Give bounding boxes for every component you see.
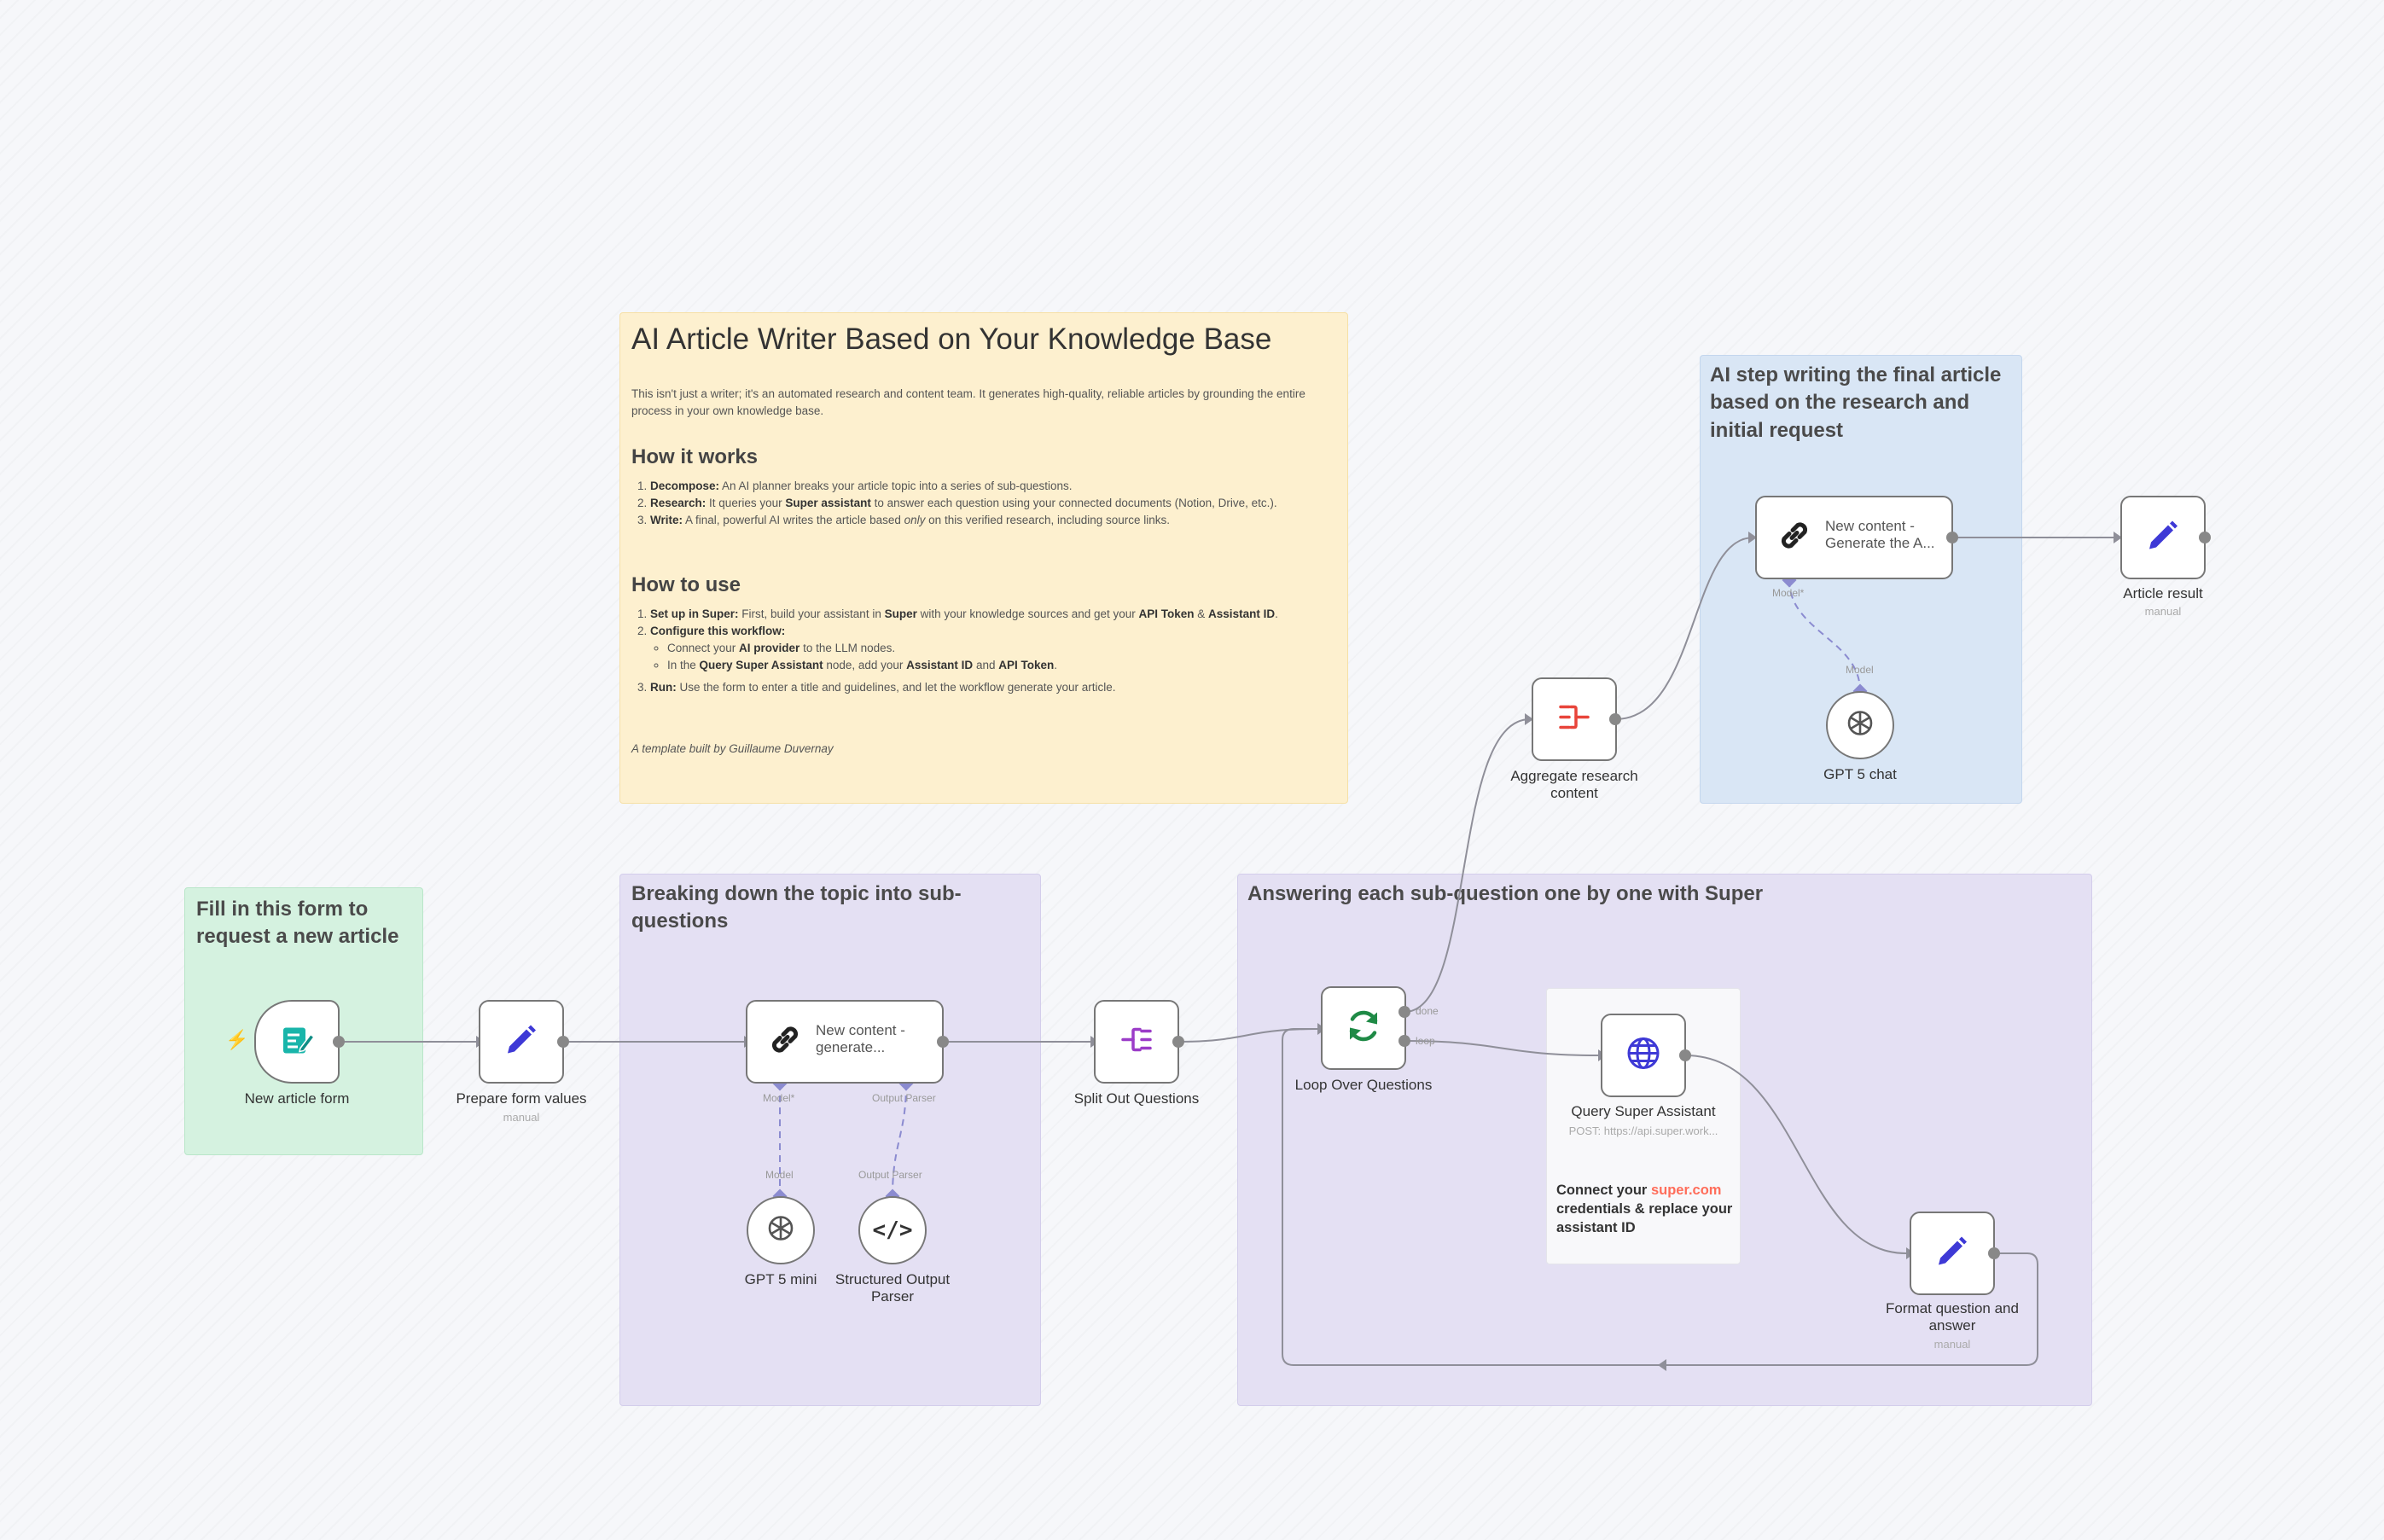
- node-new-article-form[interactable]: [254, 1000, 340, 1084]
- globe-icon: [1625, 1035, 1662, 1077]
- breakdown-note-title: Breaking down the topic into sub-questio…: [631, 882, 962, 933]
- label-loop-over-questions: Loop Over Questions: [1294, 1077, 1433, 1093]
- generate-article-text: New content - Generate the A...: [1825, 518, 1935, 551]
- node-gpt-5-mini[interactable]: [747, 1196, 815, 1264]
- refresh-icon: [1343, 1006, 1384, 1051]
- sublabel-prepare: manual: [503, 1111, 540, 1124]
- port-out-form[interactable]: [333, 1036, 345, 1048]
- edge-loop-aggregate: [1404, 718, 1531, 1013]
- handle-done: done: [1416, 1005, 1439, 1017]
- edge-loop-query: [1404, 1040, 1599, 1056]
- label-new-article-form: New article form: [244, 1090, 350, 1107]
- handle-output-parser: Output Parser: [872, 1092, 936, 1104]
- port-out-result[interactable]: [2199, 532, 2211, 543]
- node-generate-subquestions[interactable]: New content - generate...: [746, 1000, 944, 1084]
- handle-model-required-2: Model*: [1772, 587, 1805, 599]
- label-article-result: Article result: [2123, 585, 2203, 601]
- credit-text: A template built by Guillaume Duvernay: [631, 742, 834, 755]
- code-icon: </>: [872, 1217, 913, 1243]
- arrow-result: [2114, 532, 2122, 543]
- pencil-icon: [1933, 1233, 1971, 1275]
- link-icon: [766, 1021, 804, 1063]
- edge-parser-link: [892, 1083, 907, 1197]
- label-prepare-form-values: Prepare form values: [456, 1090, 587, 1107]
- handle-output-parser-2: Output Parser: [858, 1169, 922, 1181]
- port-out-loop-loop[interactable]: [1398, 1035, 1410, 1047]
- sublabel-result: manual: [2144, 605, 2182, 618]
- node-article-result[interactable]: [2120, 496, 2206, 579]
- how-it-works-list: Decompose: An AI planner breaks your art…: [631, 478, 1336, 529]
- main-note-title: AI Article Writer Based on Your Knowledg…: [631, 323, 1272, 356]
- form-icon: [278, 1021, 316, 1063]
- final-note-title: AI step writing the final article based …: [1710, 363, 2002, 442]
- label-query-super-assistant: Query Super Assistant: [1571, 1103, 1716, 1119]
- port-out-prepare[interactable]: [557, 1036, 569, 1048]
- form-note-title: Fill in this form to request a new artic…: [196, 898, 399, 949]
- label-format-question-answer: Format question and answer: [1886, 1300, 2019, 1334]
- sticky-note-breakdown[interactable]: [619, 874, 1041, 1406]
- arrow-loop-back: [1658, 1359, 1666, 1371]
- port-out-generate-article[interactable]: [1946, 532, 1958, 543]
- port-out-loop-done[interactable]: [1398, 1006, 1410, 1018]
- node-loop-over-questions[interactable]: [1321, 986, 1406, 1070]
- pencil-icon: [503, 1021, 540, 1063]
- edge-aggregate-generate: [1614, 537, 1754, 720]
- main-note-intro: This isn't just a writer; it's an automa…: [631, 387, 1305, 417]
- node-structured-output-parser[interactable]: </>: [858, 1196, 927, 1264]
- openai-icon: [764, 1212, 798, 1250]
- node-format-question-answer[interactable]: [1910, 1212, 1995, 1295]
- sticky-note-main[interactable]: [619, 312, 1348, 804]
- label-gpt-5-chat: GPT 5 chat: [1823, 766, 1897, 782]
- answering-note-title: Answering each sub-question one by one w…: [1247, 882, 1764, 905]
- node-prepare-form-values[interactable]: [479, 1000, 564, 1084]
- edge-gpt5chat-model: [1788, 579, 1861, 692]
- node-split-out-questions[interactable]: [1094, 1000, 1179, 1084]
- node-query-super-assistant[interactable]: [1601, 1014, 1686, 1097]
- label-aggregate-research: Aggregate research content: [1510, 768, 1638, 801]
- sublabel-query: POST: https://api.super.work...: [1568, 1124, 1718, 1137]
- label-gpt-5-mini: GPT 5 mini: [744, 1271, 817, 1287]
- node-aggregate-research[interactable]: [1532, 677, 1617, 761]
- arrow-generate-article: [1748, 532, 1757, 543]
- openai-icon: [1843, 706, 1877, 745]
- how-to-use-heading: How to use: [631, 573, 741, 596]
- split-icon: [1118, 1021, 1155, 1063]
- sublabel-format: manual: [1933, 1338, 1971, 1351]
- how-it-works-heading: How it works: [631, 445, 759, 468]
- port-out-format[interactable]: [1988, 1247, 2000, 1259]
- arrow-aggregate: [1525, 713, 1533, 725]
- label-structured-output-parser: Structured Output Parser: [834, 1271, 951, 1305]
- super-note-text: Connect your super.com credentials & rep…: [1556, 1183, 1733, 1235]
- how-to-use-list: Set up in Super: First, build your assis…: [631, 606, 1336, 696]
- handle-model-2: Model: [1846, 664, 1874, 676]
- link-icon: [1776, 517, 1813, 559]
- node-gpt-5-chat[interactable]: [1826, 691, 1894, 759]
- trigger-bolt-icon: ⚡: [225, 1029, 249, 1050]
- node-generate-article[interactable]: New content - Generate the A...: [1755, 496, 1953, 579]
- port-out-generate[interactable]: [937, 1036, 949, 1048]
- super-link[interactable]: super.com: [1650, 1183, 1722, 1198]
- handle-model-required: Model*: [763, 1092, 795, 1104]
- port-out-split[interactable]: [1172, 1036, 1184, 1048]
- port-out-aggregate[interactable]: [1609, 713, 1621, 725]
- port-out-query[interactable]: [1679, 1049, 1691, 1061]
- label-split-out-questions: Split Out Questions: [1073, 1090, 1200, 1107]
- aggregate-icon: [1555, 699, 1593, 741]
- edge-query-format: [1684, 1055, 1907, 1254]
- handle-loop: loop: [1416, 1035, 1435, 1047]
- pencil-icon: [2144, 517, 2182, 559]
- handle-model: Model: [765, 1169, 794, 1181]
- generate-subquestions-text: New content - generate...: [816, 1022, 905, 1055]
- edge-split-loop: [1178, 1028, 1318, 1043]
